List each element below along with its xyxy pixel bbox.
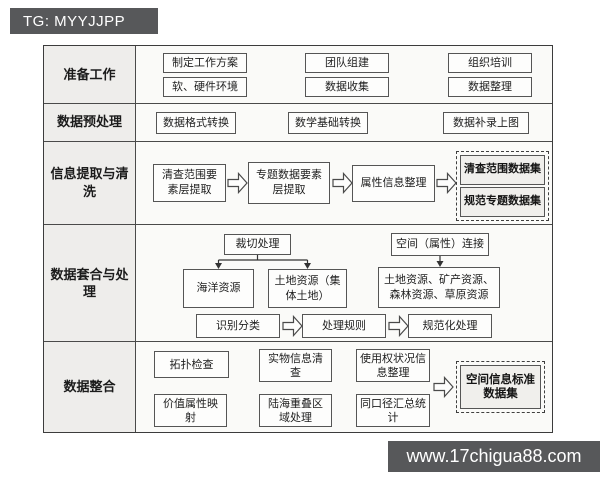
dataset-box: 规范专题数据集 <box>460 186 545 217</box>
row-extraction-cleaning: 信息提取与清洗 清查范围要素层提取 专题数据要素层提取 属性信息整理 清查范围数… <box>44 141 552 226</box>
block-arrow-right-icon <box>282 315 303 338</box>
flow-box: 海洋资源 <box>183 269 254 309</box>
tg-watermark-badge: TG: MYYJJPP <box>10 8 158 34</box>
row-preparation: 准备工作 制定工作方案 团队组建 组织培训 软、硬件环境 数据收集 数据整理 <box>44 46 552 104</box>
flow-box: 规范化处理 <box>408 314 492 339</box>
row-overlay-content: 裁切处理 空间（属性）连接 海洋资源 土地资源（集体土地） 土地资源、矿产资源、… <box>136 225 552 341</box>
flow-box: 使用权状况信息整理 <box>356 349 430 383</box>
flow-box: 组织培训 <box>448 53 532 73</box>
dataset-group: 空间信息标准数据集 <box>456 361 545 414</box>
workflow-table: 准备工作 制定工作方案 团队组建 组织培训 软、硬件环境 数据收集 数据整理 数… <box>43 45 553 433</box>
dataset-group: 清查范围数据集 规范专题数据集 <box>456 150 549 221</box>
flow-box: 团队组建 <box>305 53 389 73</box>
stage-label-overlay: 数据套合与处理 <box>44 225 136 342</box>
block-arrow-right-icon <box>436 171 457 194</box>
block-arrow-right-icon <box>388 315 409 338</box>
block-arrow-right-icon <box>332 171 353 194</box>
flow-box: 数学基础转换 <box>288 111 368 134</box>
stage-label-integration: 数据整合 <box>44 342 136 432</box>
stage-label-preparation: 准备工作 <box>44 46 136 103</box>
flow-box: 价值属性映射 <box>154 394 227 428</box>
flow-box: 数据整理 <box>448 77 532 97</box>
row-integration-content: 拓扑检查 实物信息清查 使用权状况信息整理 价值属性映射 陆海重叠区域处理 同口… <box>136 342 552 432</box>
flow-box: 拓扑检查 <box>154 351 229 379</box>
dataset-box: 清查范围数据集 <box>460 154 545 185</box>
flow-box: 陆海重叠区域处理 <box>259 394 332 428</box>
site-watermark: www.17chigua88.com <box>388 441 600 472</box>
flow-box: 裁切处理 <box>224 234 291 256</box>
flow-box: 数据补录上图 <box>443 111 529 134</box>
flow-box: 数据收集 <box>305 77 389 97</box>
stage-label-extraction: 信息提取与清洗 <box>44 141 136 225</box>
flow-box: 属性信息整理 <box>352 164 435 202</box>
row-overlay-processing: 数据套合与处理 裁切处理 空间（属性）连接 海洋资源 土地资源（集体土地） 土地… <box>44 225 552 343</box>
row-extraction-content: 清查范围要素层提取 专题数据要素层提取 属性信息整理 清查范围数据集 规范专题数… <box>136 142 552 225</box>
flow-box: 空间（属性）连接 <box>391 233 489 257</box>
flow-box: 处理规则 <box>302 314 386 339</box>
row-integration: 数据整合 拓扑检查 实物信息清查 使用权状况信息整理 价值属性映射 陆海重叠区域… <box>44 342 552 432</box>
flow-box: 同口径汇总统计 <box>356 394 430 428</box>
flow-box: 实物信息清查 <box>259 349 332 383</box>
block-arrow-right-icon <box>433 376 454 399</box>
row-preprocessing: 数据预处理 数据格式转换 数学基础转换 数据补录上图 <box>44 103 552 142</box>
dataset-box: 空间信息标准数据集 <box>460 365 541 410</box>
stage-label-preprocessing: 数据预处理 <box>44 103 136 141</box>
block-arrow-right-icon <box>227 171 248 194</box>
flow-box: 数据格式转换 <box>156 111 236 134</box>
flow-box: 制定工作方案 <box>163 53 247 73</box>
flow-box: 土地资源（集体土地） <box>268 269 347 309</box>
flow-box: 土地资源、矿产资源、森林资源、草原资源 <box>378 267 500 309</box>
row-preprocessing-content: 数据格式转换 数学基础转换 数据补录上图 <box>136 104 552 141</box>
flow-box: 识别分类 <box>196 314 280 339</box>
row-preparation-content: 制定工作方案 团队组建 组织培训 软、硬件环境 数据收集 数据整理 <box>136 46 552 103</box>
flow-box: 清查范围要素层提取 <box>153 163 226 202</box>
flow-box: 软、硬件环境 <box>163 77 247 97</box>
flow-box: 专题数据要素层提取 <box>248 161 330 204</box>
